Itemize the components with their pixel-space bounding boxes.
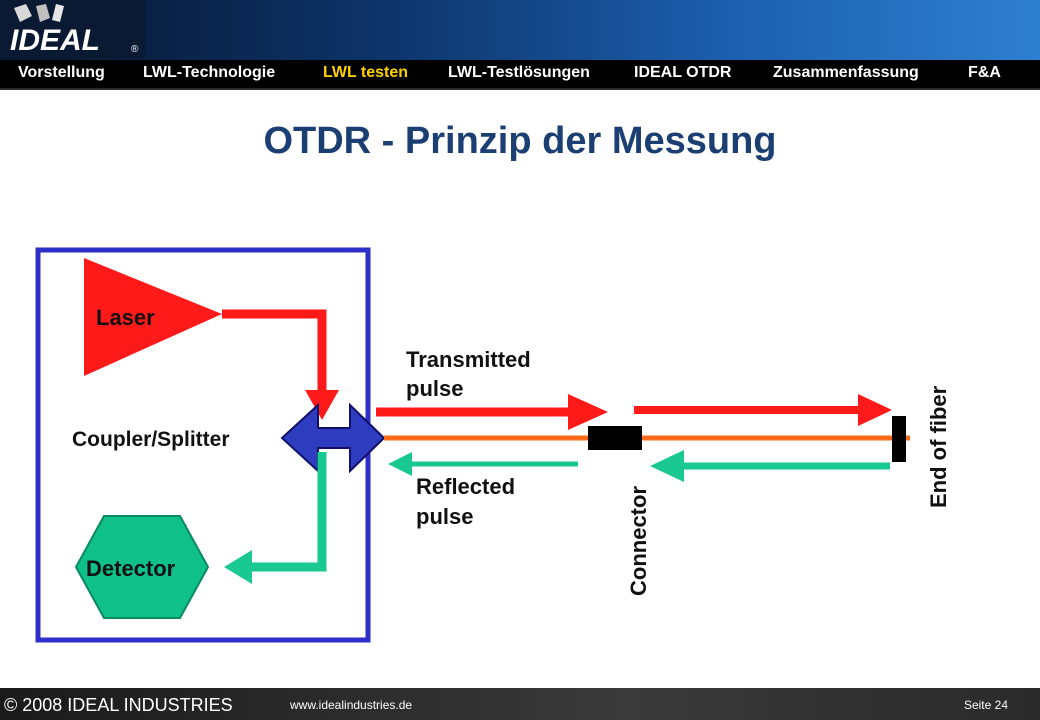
laser-to-coupler-line [222,309,327,395]
connector-label: Connector [626,486,651,596]
top-navigation: Vorstellung LWL-Technologie LWL testen L… [0,60,1040,90]
website-link[interactable]: www.idealindustries.de [290,698,413,712]
coupler-to-detector-arrowhead [224,550,252,584]
nav-item-fa[interactable]: F&A [968,64,1001,81]
nav-item-lwl-technologie[interactable]: LWL-Technologie [143,64,276,81]
laser-label: Laser [96,305,155,330]
transmitted-pulse-label-line1: Transmitted [406,347,531,372]
nav-item-lwl-testloesungen[interactable]: LWL-Testlösungen [448,64,590,81]
laser-triangle [84,258,222,376]
header-bar: IDEAL ® [0,0,1040,60]
footer-bar: © 2008 IDEAL INDUSTRIES www.idealindustr… [0,688,1040,720]
transmitted-pulse-label-line2: pulse [406,376,463,401]
nav-item-zusammenfassung[interactable]: Zusammenfassung [773,64,919,81]
laser-to-coupler-arrowhead [305,390,339,420]
end-of-fiber-label: End of fiber [926,385,951,508]
coupler-to-detector-line [248,452,327,572]
nav-item-vorstellung[interactable]: Vorstellung [18,64,105,81]
registered-mark: ® [131,44,139,55]
end-of-fiber-block [892,416,906,462]
detector-hexagon [74,515,210,619]
reflected-pulse-label-line2: pulse [416,504,473,529]
slide-title: OTDR - Prinzip der Messung [263,120,777,162]
nav-item-lwl-testen[interactable]: LWL testen [323,64,409,81]
ideal-logo[interactable]: IDEAL ® [0,0,145,58]
logo-tool-icon-3 [52,4,64,22]
reflected-arrow-1-head [388,452,412,476]
transmitted-arrow-2-head [858,394,892,426]
coupler-splitter-label: Coupler/Splitter [72,428,230,451]
detector-label: Detector [86,556,176,581]
reflected-pulse-label-line1: Reflected [416,474,515,499]
connector-block [588,426,642,450]
page-number: Seite 24 [963,698,1008,712]
nav-item-ideal-otdr[interactable]: IDEAL OTDR [634,64,732,81]
copyright-text: © 2008 IDEAL INDUSTRIES [4,695,233,715]
logo-tool-icon-1 [14,4,32,22]
transmitted-arrow-1-head [568,394,608,430]
logo-wordmark: IDEAL [10,24,100,57]
logo-tool-icon-2 [36,4,50,22]
reflected-arrow-2-head [650,450,684,482]
